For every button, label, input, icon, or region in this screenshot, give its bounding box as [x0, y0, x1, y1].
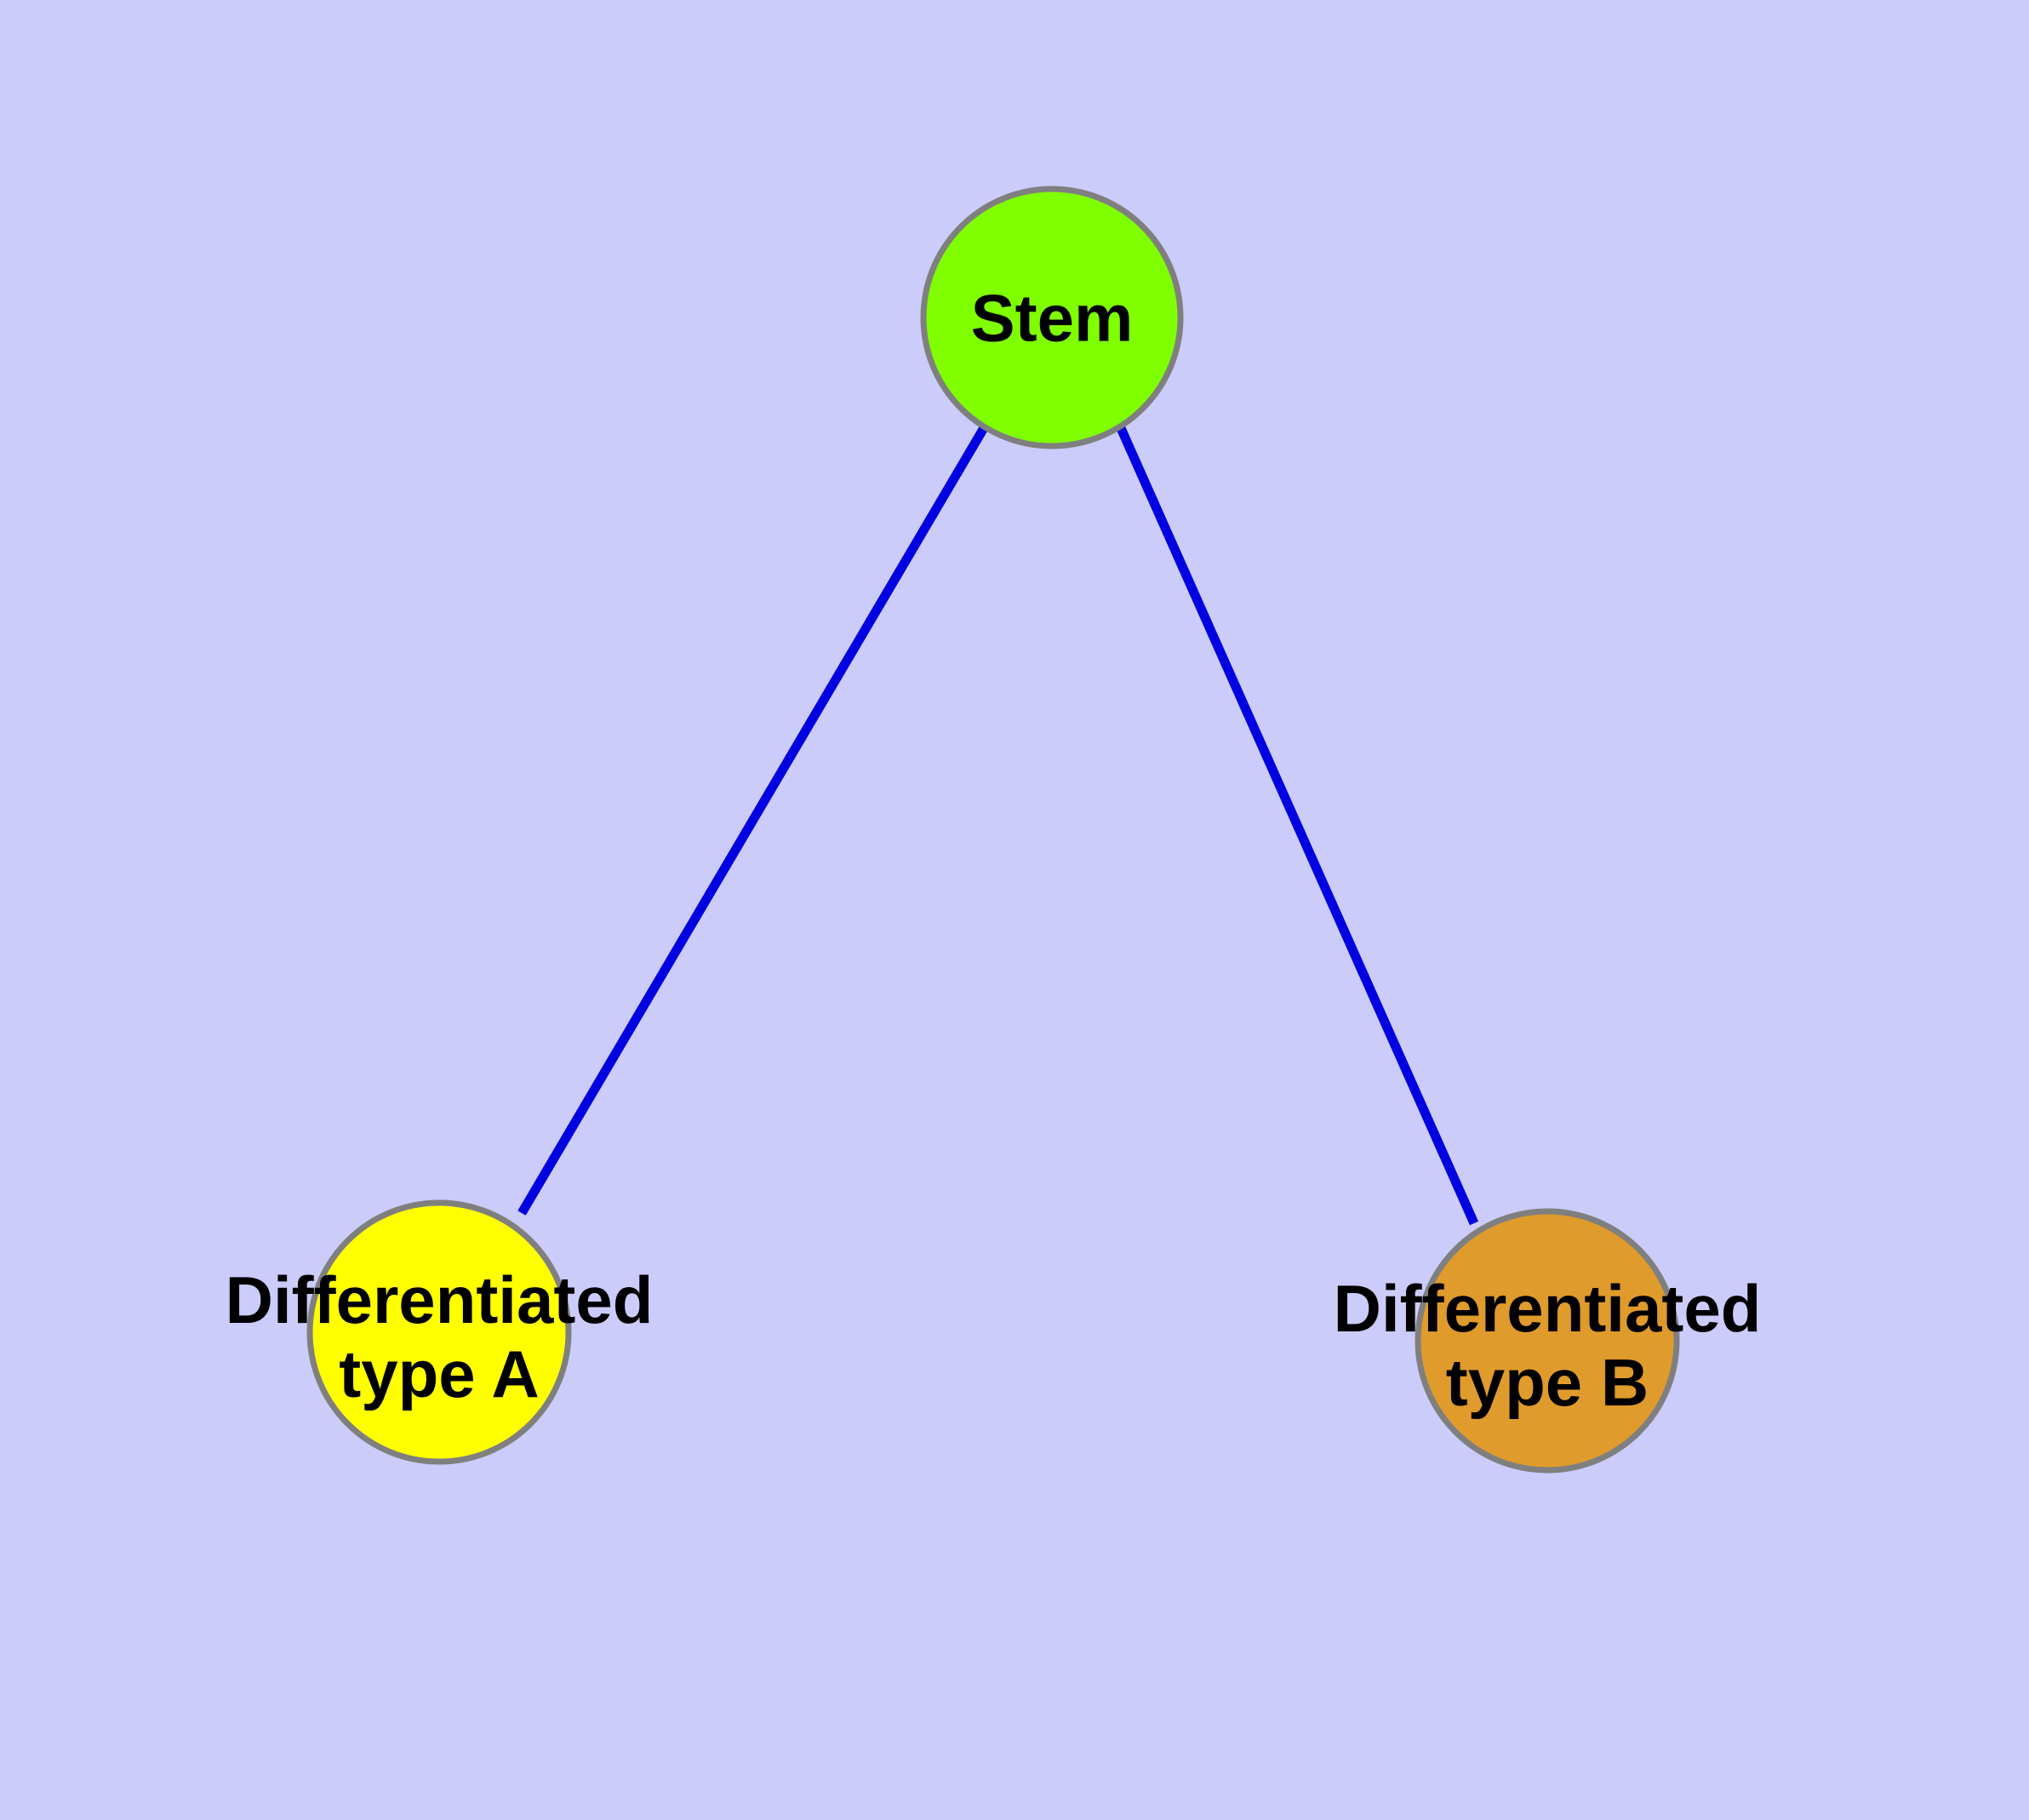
node-circle-stem[interactable] [920, 186, 1184, 449]
node-label-line2-diff-b: type B [1446, 1345, 1649, 1420]
node-label-line1-stem: Stem [971, 280, 1134, 355]
node-circle-diff-a[interactable] [306, 1199, 572, 1465]
node-stem[interactable]: Stem [920, 186, 1184, 449]
node-label-line1-diff-a: Differentiated [226, 1262, 654, 1337]
node-circle-diff-b[interactable] [1415, 1208, 1680, 1474]
edges-group [517, 424, 1479, 1226]
edge-stem-to-diff-b[interactable] [1116, 426, 1479, 1226]
edge-stem-to-diff-a[interactable] [517, 424, 989, 1216]
node-label-line1-diff-b: Differentiated [1334, 1271, 1762, 1346]
node-label-stem: Stem [971, 280, 1134, 355]
node-label-line2-diff-a: type A [339, 1336, 540, 1411]
